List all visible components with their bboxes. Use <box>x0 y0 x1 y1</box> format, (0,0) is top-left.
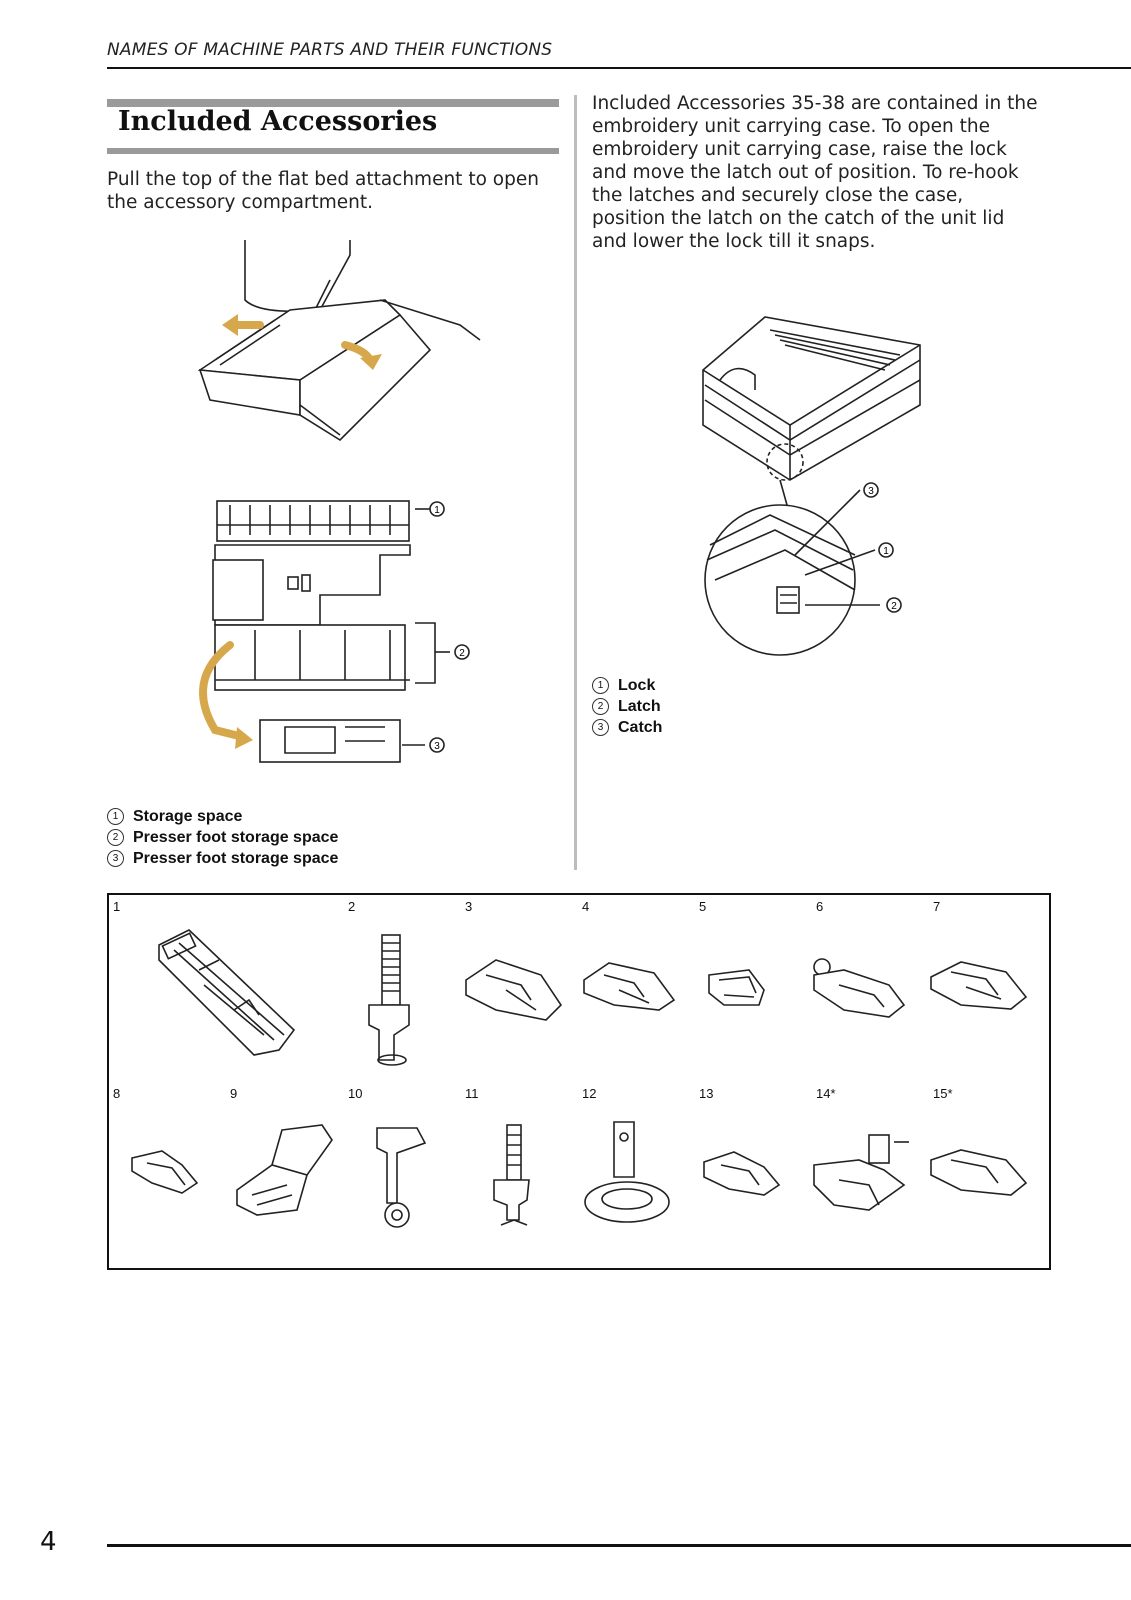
legend-item: 1 Storage space <box>107 806 338 827</box>
legend-item: 3 Presser foot storage space <box>107 848 338 869</box>
legend-item: 1 Lock <box>592 675 662 696</box>
accessories-figure: 1 2 3 4 5 6 7 8 9 10 11 12 13 14* 15* <box>107 893 1051 1270</box>
monogram-foot-illustration <box>708 969 765 1006</box>
legend-item: 2 Presser foot storage space <box>107 827 338 848</box>
legend-number: 1 <box>107 808 124 825</box>
legend-label: Latch <box>618 698 661 715</box>
cording-foot-illustration <box>703 1151 781 1196</box>
flat-bed-opening-illustration <box>197 240 481 442</box>
side-cutter-illustration <box>813 1134 909 1211</box>
title-rule-bottom <box>107 148 559 154</box>
accessory-number: 2 <box>348 899 356 914</box>
svg-text:2: 2 <box>891 601 897 612</box>
accessory-number: 15* <box>933 1086 953 1101</box>
button-fitting-foot-illustration <box>930 961 1028 1010</box>
intro-paragraph: Pull the top of the flat bed attachment … <box>107 169 539 213</box>
legend-number: 3 <box>592 719 609 736</box>
legend-number: 1 <box>592 677 609 694</box>
quilting-foot-illustration <box>376 1127 427 1228</box>
open-toe-foot-illustration <box>131 1150 199 1194</box>
zipper-foot-illustration <box>930 1149 1028 1196</box>
accessory-number: 7 <box>933 899 941 914</box>
carrying-case-illustration: 3 1 2 <box>702 316 921 656</box>
accessory-number: 1 <box>113 899 121 914</box>
accessory-number: 13 <box>699 1086 714 1101</box>
overcasting-foot-illustration <box>583 962 676 1011</box>
carrying-case-paragraph: Included Accessories 35-38 are contained… <box>592 93 1038 252</box>
legend-item: 2 Latch <box>592 696 662 717</box>
svg-text:1: 1 <box>434 505 440 516</box>
accessory-number: 4 <box>582 899 590 914</box>
accessory-number: 3 <box>465 899 473 914</box>
running-header: NAMES OF MACHINE PARTS AND THEIR FUNCTIO… <box>107 40 553 60</box>
page-number: 4 <box>40 1527 57 1557</box>
legend-number: 3 <box>107 850 124 867</box>
legend-label: Lock <box>618 677 656 694</box>
walking-foot-illustration <box>236 1124 333 1216</box>
header-rule <box>107 67 1131 69</box>
column-divider <box>574 95 577 870</box>
accessory-number: 8 <box>113 1086 121 1101</box>
section-title: Included Accessories <box>118 106 438 137</box>
legend-item: 3 Catch <box>592 717 662 738</box>
accessory-compartment-diagram: 1 2 3 <box>199 500 470 763</box>
case-legend: 1 Lock 2 Latch 3 Catch <box>592 675 662 738</box>
legend-label: Presser foot storage space <box>133 829 339 846</box>
accessory-number: 12 <box>582 1086 597 1101</box>
svg-text:3: 3 <box>868 486 874 497</box>
legend-number: 2 <box>592 698 609 715</box>
legend-label: Storage space <box>133 808 243 825</box>
accessory-number: 10 <box>348 1086 363 1101</box>
svg-text:3: 3 <box>434 741 440 752</box>
footer-rule <box>107 1544 1131 1547</box>
legend-label: Presser foot storage space <box>133 850 339 867</box>
buttonhole-foot-illustration <box>158 929 296 1056</box>
svg-text:1: 1 <box>883 546 889 557</box>
zigzag-foot-illustration <box>465 959 563 1021</box>
accessory-number: 14* <box>816 1086 836 1101</box>
monogramming-foot-illustration <box>368 934 410 1066</box>
legend-label: Catch <box>618 719 663 736</box>
accessory-number: 5 <box>699 899 707 914</box>
svg-text:2: 2 <box>459 648 465 659</box>
accessory-number: 9 <box>230 1086 238 1101</box>
darning-foot-illustration <box>584 1121 670 1223</box>
title-rule-top <box>107 99 559 107</box>
free-motion-foot-illustration <box>493 1124 530 1226</box>
legend-number: 2 <box>107 829 124 846</box>
accessory-number: 11 <box>465 1086 479 1101</box>
accessory-number: 6 <box>816 899 824 914</box>
blind-stitch-foot-illustration <box>813 958 906 1018</box>
